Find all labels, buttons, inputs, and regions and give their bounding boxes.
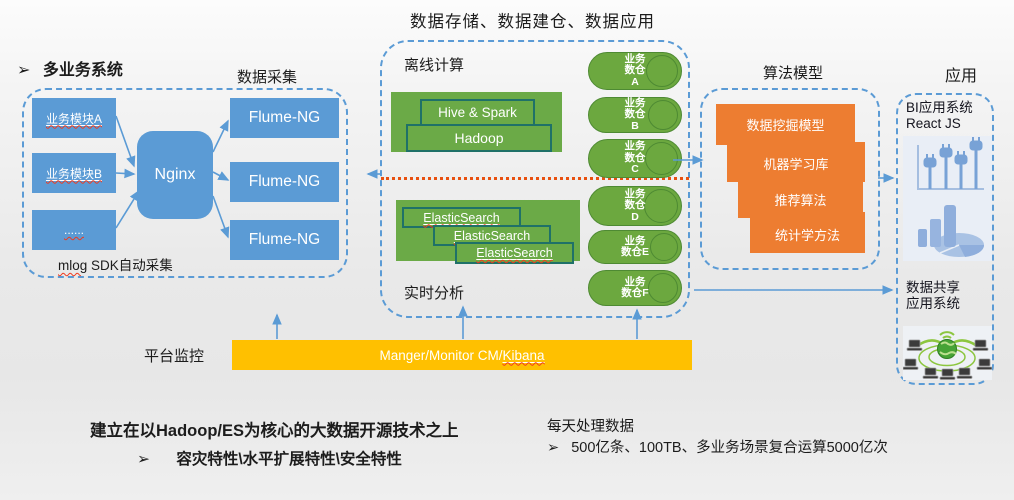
cylinder-cap-icon [648, 100, 678, 130]
module-more-box: ...... [32, 210, 116, 250]
platform-monitor-label: 平台监控 [144, 348, 205, 365]
algo-label-statistics: 统计学方法 [774, 228, 840, 243]
algorithm-group-box [700, 88, 880, 270]
multi-business-header: ➢ 多业务系统 [17, 56, 123, 80]
monitor-bar-label: Manger/Monitor CM/Kibana [379, 347, 545, 363]
lollipop-chart-icon [903, 136, 992, 201]
arrow-bullet-icon: ➢ [137, 451, 150, 468]
flume-box-3: Flume-NG [230, 220, 339, 260]
footer-right-text: 500亿条、100TB、多业务场景复合运算5000亿次 [571, 440, 888, 456]
flume-label-2: Flume-NG [248, 173, 321, 190]
es-box-3: ElasticSearch [455, 242, 574, 264]
es-box-1: ElasticSearch [402, 207, 521, 228]
module-b-label: 业务模块B [45, 166, 102, 181]
warehouse-cylinder-e: 业务 数仓E [588, 230, 682, 264]
warehouse-cylinder-a: 业务 数仓 A [588, 52, 682, 90]
sdk-collect-label: mlog SDK自动采集 [58, 254, 173, 274]
application-title: 应用 [945, 68, 978, 85]
warehouse-label-b: 业务 数仓 B [624, 96, 646, 132]
module-a-box: 业务模块A [32, 98, 116, 138]
algorithm-title: 算法模型 [763, 65, 824, 82]
nginx-box: Nginx [137, 131, 213, 219]
cylinder-cap-icon [645, 142, 678, 175]
warehouse-label-f: 业务 数仓F [621, 275, 649, 299]
warehouse-label-e: 业务 数仓E [620, 234, 649, 258]
sdk-mlog: mlog [58, 258, 88, 273]
network-sharing-icon [903, 326, 992, 380]
es-label-1: ElasticSearch [423, 210, 500, 225]
bar-pie-chart-icon [903, 201, 992, 261]
warehouse-cylinder-b: 业务 数仓 B [588, 97, 682, 133]
footer-line2-text: 容灾特性\水平扩展特性\安全特性 [176, 451, 402, 468]
nginx-label: Nginx [154, 166, 196, 183]
offline-realtime-divider [381, 177, 689, 180]
hadoop-label: Hadoop [454, 130, 504, 146]
algo-item-recommend: 推荐算法 [738, 179, 863, 218]
arrow-bullet-icon: ➢ [17, 62, 31, 79]
flume-label-1: Flume-NG [248, 109, 321, 126]
algo-label-recommend: 推荐算法 [774, 193, 827, 208]
cylinder-cap-icon [646, 55, 678, 87]
warehouse-cylinder-f: 业务 数仓F [588, 270, 682, 306]
realtime-analysis-label: 实时分析 [404, 285, 465, 302]
cylinder-cap-icon [644, 189, 678, 223]
footer-line2: ➢ 容灾特性\水平扩展特性\安全特性 [137, 447, 402, 469]
offline-compute-label: 离线计算 [404, 57, 465, 74]
algo-item-datamining: 数据挖掘模型 [716, 104, 855, 145]
hive-spark-box: Hive & Spark [420, 99, 535, 126]
warehouse-label-c: 业务 数仓 C [624, 140, 646, 176]
es-label-2: ElasticSearch [453, 228, 531, 243]
application-group-box [896, 93, 994, 385]
module-more-label: ...... [63, 223, 84, 237]
data-share-label: 数据共享 应用系统 [906, 280, 960, 311]
footer-line1: 建立在以Hadoop/ES为核心的大数据开源技术之上 [90, 422, 459, 440]
warehouse-cylinder-c: 业务 数仓 C [588, 139, 682, 178]
algo-label-ml: 机器学习库 [763, 157, 829, 172]
flume-box-1: Flume-NG [230, 98, 339, 138]
warehouse-cylinder-d: 业务 数仓 D [588, 186, 682, 226]
multi-business-label: 多业务系统 [42, 62, 123, 79]
hadoop-box: Hadoop [406, 124, 552, 152]
hive-spark-label: Hive & Spark [438, 105, 517, 120]
monitor-bar: Manger/Monitor CM/Kibana [232, 340, 692, 370]
warehouse-label-a: 业务 数仓 A [624, 52, 646, 88]
cylinder-cap-icon [648, 273, 678, 303]
storage-title: 数据存储、数据建仓、数据应用 [410, 13, 655, 31]
algo-item-ml: 机器学习库 [727, 142, 865, 182]
flume-box-2: Flume-NG [230, 162, 339, 202]
flume-label-3: Flume-NG [248, 231, 321, 248]
data-collect-label: 数据采集 [237, 69, 298, 86]
footer-right-line: ➢ 500亿条、100TB、多业务场景复合运算5000亿次 [547, 436, 888, 457]
module-b-box: 业务模块B [32, 153, 116, 193]
es-label-3: ElasticSearch [476, 246, 553, 260]
warehouse-label-d: 业务 数仓 D [624, 187, 646, 223]
module-a-label: 业务模块A [45, 111, 102, 126]
sdk-rest: SDK自动采集 [87, 258, 173, 273]
collection-group-box [22, 88, 348, 278]
algo-label-datamining: 数据挖掘模型 [746, 118, 825, 133]
bi-app-label: BI应用系统 React JS [906, 100, 973, 131]
algo-item-statistics: 统计学方法 [750, 212, 865, 253]
cylinder-cap-icon [650, 233, 678, 261]
footer-right-title: 每天处理数据 [547, 419, 634, 435]
arrow-bullet-icon: ➢ [547, 440, 560, 456]
